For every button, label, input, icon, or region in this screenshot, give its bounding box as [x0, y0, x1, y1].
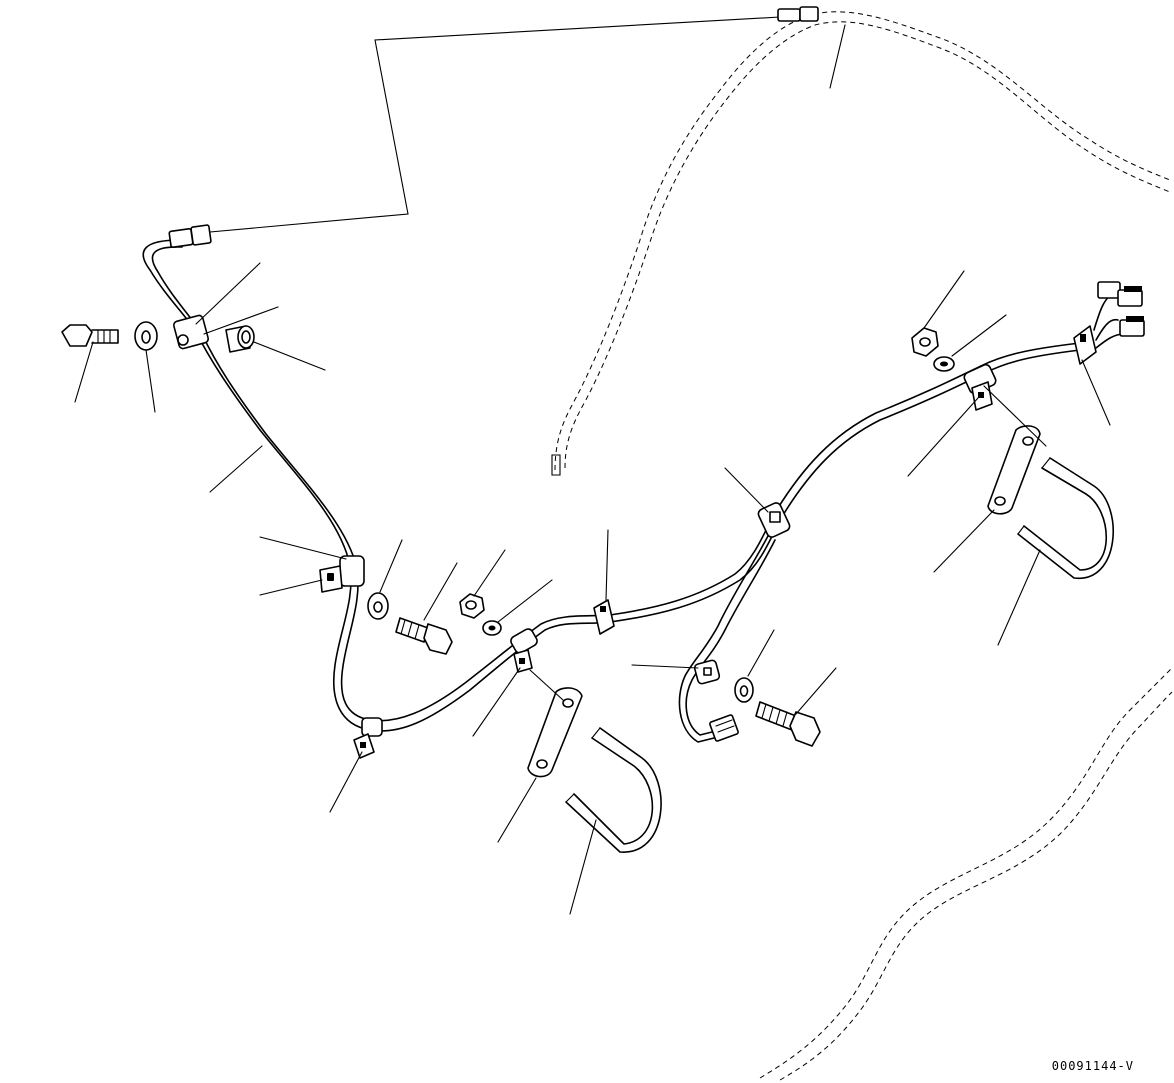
- phantom-outline-lower: [759, 667, 1173, 1081]
- spacer-collar: [225, 325, 255, 353]
- clip-lower-left: [353, 717, 383, 759]
- bolt-lower-right: [755, 701, 821, 747]
- clamp-right-mid: [757, 502, 791, 538]
- washer-lower-right: [734, 677, 754, 703]
- callout-leaders: [74, 262, 1111, 915]
- connector-end-right: [1073, 281, 1145, 365]
- clamp-right-upper: [963, 363, 997, 411]
- u-bolt-upper: [1017, 457, 1114, 579]
- clamp-upper-left: [172, 314, 210, 350]
- wiring-harness: [142, 239, 1081, 743]
- connector-lower-branch: [709, 714, 739, 742]
- clamp-mid-left: [319, 555, 365, 593]
- nut-mid: [459, 593, 485, 619]
- connector-top-left: [168, 224, 212, 248]
- washer-upper-right: [933, 356, 955, 372]
- nut-upper-right: [911, 327, 939, 357]
- washer-mid-2: [482, 620, 502, 636]
- bolt-left: [61, 324, 119, 347]
- bolt-mid: [395, 617, 453, 655]
- plate-lower: [527, 687, 583, 778]
- washer-mid: [367, 592, 389, 620]
- leader-top-route: [209, 6, 846, 233]
- clip-mid-right: [593, 599, 615, 635]
- clip-middle: [510, 628, 538, 673]
- washer-left: [134, 321, 158, 351]
- u-bolt-lower: [565, 727, 662, 853]
- clip-branch: [693, 659, 721, 685]
- plate-upper: [987, 425, 1041, 515]
- phantom-outline-upper: [551, 11, 1171, 476]
- drawing-id-label: 00091144-V: [1051, 1059, 1134, 1073]
